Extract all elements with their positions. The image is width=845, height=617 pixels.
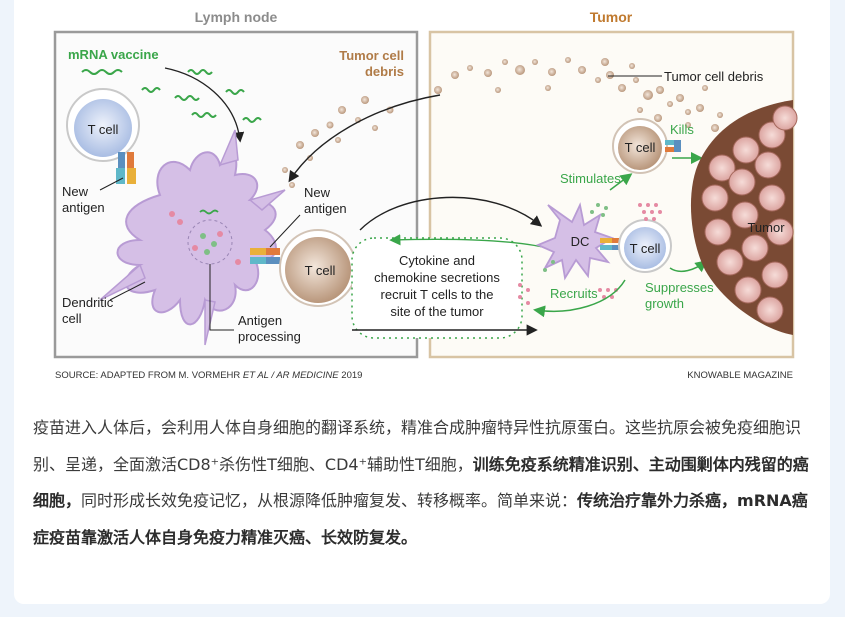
new-antigen-right-1: New — [304, 185, 331, 200]
source-credit: SOURCE: ADAPTED FROM M. VORMEHR ET AL / … — [55, 370, 362, 381]
new-antigen-left-2: antigen — [62, 200, 105, 215]
t-cell-label-3: T cell — [630, 241, 661, 256]
cytokine-line-1: Cytokine and — [399, 253, 475, 268]
dendritic-label-2: cell — [62, 311, 82, 326]
para-bold-2: 传统治疗靠外力杀癌，mRNA癌症疫苗靠激活人体自身免疫力精准灭癌、长效防复发。 — [33, 491, 808, 547]
para-bold-1: 训练免疫系统精准识别、主动围剿体内残留的癌细胞， — [33, 454, 809, 511]
mrna-vaccine-label: mRNA vaccine — [68, 47, 159, 62]
tumor-mass-label: Tumor — [747, 220, 785, 235]
t-cell-tumor-brown: T cell — [612, 118, 668, 174]
antigen-processing-1: Antigen — [238, 313, 282, 328]
dendritic-label-1: Dendritic — [62, 295, 114, 310]
dc-label: DC — [571, 234, 590, 249]
cytokine-line-3: recruit T cells to the — [381, 287, 494, 302]
t-cell-lymph-right: T cell — [279, 229, 357, 307]
cytokine-line-4: site of the tumor — [390, 304, 484, 319]
t-cell-lymph-top: T cell — [66, 88, 140, 162]
debris-label-2: debris — [365, 64, 404, 79]
antigen-processing-2: processing — [238, 329, 301, 344]
t-cell-label-4: T cell — [625, 140, 656, 155]
cytokine-box — [351, 237, 523, 339]
tumor-mass — [690, 100, 798, 335]
kills-label: Kills — [670, 122, 694, 137]
new-antigen-left-1: New — [62, 184, 89, 199]
debris-label-1: Tumor cell — [339, 48, 404, 63]
dendritic-cell — [99, 129, 286, 346]
cytokine-dots-green — [543, 203, 608, 272]
suppresses-label-1: Suppresses — [645, 280, 714, 295]
para-text-1: 疫苗进入人体后，会利用人体自身细胞的翻译系统，精准合成肿瘤特异性抗原蛋白。这些抗… — [33, 418, 802, 474]
tumor-cell-debris-label: Tumor cell debris — [664, 69, 764, 84]
suppresses-label-2: growth — [645, 296, 684, 311]
cytokine-line-2: chemokine secretions — [374, 270, 500, 285]
para-text-2: 同时形成长效免疫记忆，从根源降低肿瘤复发、转移概率。简单来说： — [81, 491, 578, 510]
magazine-credit: KNOWABLE MAGAZINE — [687, 370, 793, 381]
debris-particles — [282, 57, 723, 188]
new-antigen-right-2: antigen — [304, 201, 347, 216]
receptor-top — [116, 152, 136, 184]
stimulates-label: Stimulates — [560, 171, 621, 186]
recruits-label: Recruits — [550, 286, 598, 301]
body-paragraph: 疫苗进入人体后，会利用人体自身细胞的翻译系统，精准合成肿瘤特异性抗原蛋白。这些抗… — [33, 410, 809, 556]
cytokine-dots — [518, 203, 662, 305]
immune-diagram: Lymph node Tumor mRNA vaccine T cell New… — [53, 9, 798, 381]
lymph-node-title: Lymph node — [195, 9, 278, 25]
mrna-strands — [81, 69, 262, 123]
mhc-receptor-complex — [250, 248, 280, 264]
dc-receptor — [600, 238, 622, 250]
tumor-title: Tumor — [590, 9, 633, 25]
t-cell-label: T cell — [88, 122, 119, 137]
t-cell-label-2: T cell — [305, 263, 336, 278]
t-cell-tumor-blue: T cell — [618, 219, 672, 273]
dc-cell: DC — [535, 202, 615, 281]
